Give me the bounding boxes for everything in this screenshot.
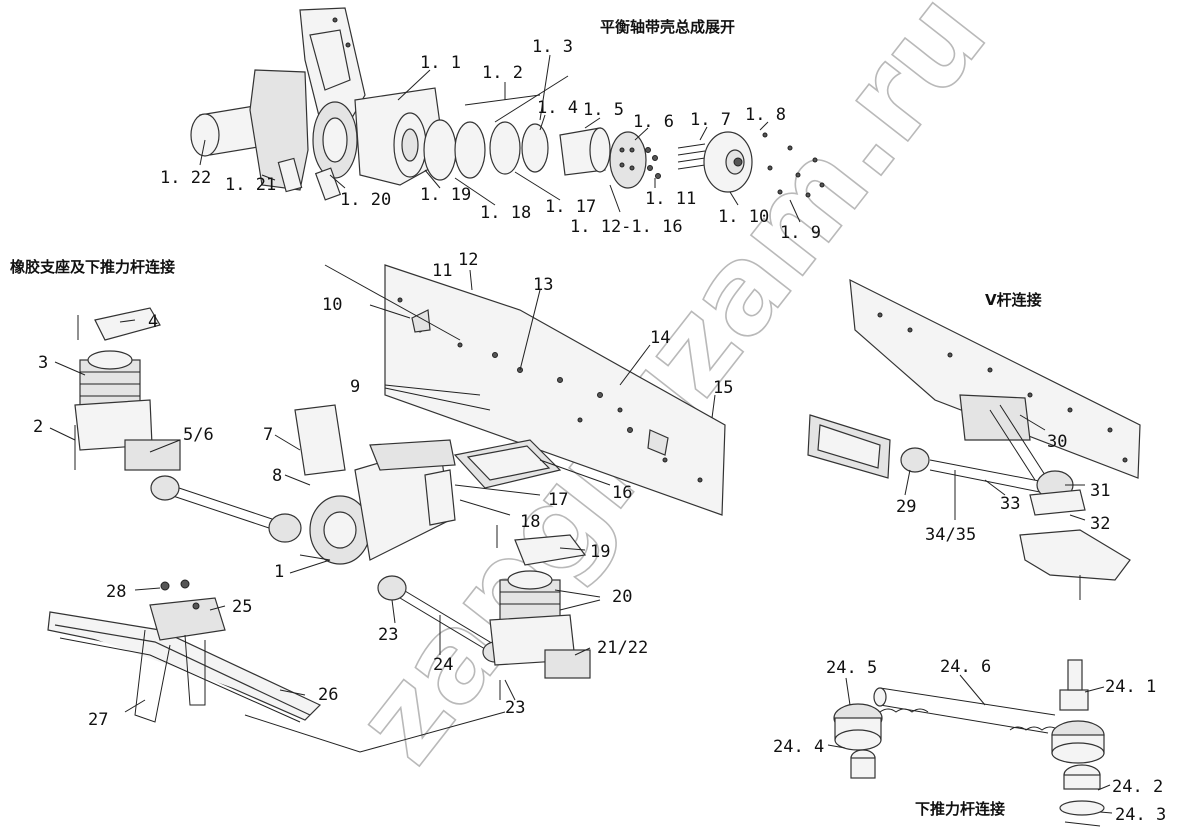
label-1: 1: [274, 562, 284, 582]
label-1-11: 1. 11: [645, 189, 696, 209]
label-24-6: 24. 6: [940, 657, 991, 677]
label-1-6: 1. 6: [633, 112, 674, 132]
leaf-spring: [47, 579, 322, 723]
label-24: 24: [433, 655, 453, 675]
title-v-rod: V杆连接: [985, 291, 1042, 309]
label-1-5: 1. 5: [583, 100, 624, 120]
label-5-6: 5/6: [183, 425, 214, 445]
label-7: 7: [263, 425, 273, 445]
label-1-10: 1. 10: [718, 207, 769, 227]
label-24-5: 24. 5: [826, 658, 877, 678]
title-balance-shaft: 平衡轴带壳总成展开: [600, 18, 735, 36]
label-1-2: 1. 2: [482, 63, 523, 83]
label-1-22: 1. 22: [160, 168, 211, 188]
label-26: 26: [318, 685, 338, 705]
label-27: 27: [88, 710, 108, 730]
title-lower-rod: 下推力杆连接: [915, 800, 1005, 818]
right-rubber-mount: [489, 525, 591, 700]
label-11: 11: [432, 261, 452, 281]
main-leaders: [49, 264, 716, 753]
balance-shaft-assembly: [190, 7, 825, 201]
label-29: 29: [896, 497, 916, 517]
top-leaders: [199, 54, 801, 223]
label-24-3: 24. 3: [1115, 805, 1166, 825]
label-12: 12: [458, 250, 478, 270]
label-17: 17: [548, 490, 568, 510]
label-20: 20: [612, 587, 632, 607]
label-1-4: 1. 4: [537, 98, 578, 118]
label-34-35: 34/35: [925, 525, 976, 545]
label-4: 4: [148, 312, 158, 332]
label-32: 32: [1090, 514, 1110, 534]
center-housing: [294, 404, 456, 565]
label-23-upper: 23: [378, 625, 398, 645]
label-1-8: 1. 8: [745, 105, 786, 125]
title-rubber-mount: 橡胶支座及下推力杆连接: [10, 258, 175, 276]
label-13: 13: [533, 275, 553, 295]
v-rod-leaders: [904, 414, 1086, 521]
label-1-17: 1. 17: [545, 197, 596, 217]
label-28: 28: [106, 582, 126, 602]
label-1-18: 1. 18: [480, 203, 531, 223]
label-24-2: 24. 2: [1112, 777, 1163, 797]
lower-rod-leaders: [827, 674, 1113, 814]
label-31: 31: [1090, 481, 1110, 501]
v-rod-assembly: [807, 278, 1141, 600]
label-33: 33: [1000, 494, 1020, 514]
label-3: 3: [38, 353, 48, 373]
label-18: 18: [520, 512, 540, 532]
bracket-mounting-plate-16: [453, 439, 562, 489]
label-1-19: 1. 19: [420, 185, 471, 205]
label-24-1: 24. 1: [1105, 677, 1156, 697]
lower-rod-detail: [833, 659, 1105, 827]
label-24-4: 24. 4: [773, 737, 824, 757]
label-9: 9: [350, 377, 360, 397]
label-10: 10: [322, 295, 342, 315]
label-1-12-1-16: 1. 12-1. 16: [570, 217, 683, 237]
label-1-3: 1. 3: [532, 37, 573, 57]
label-21-22: 21/22: [597, 638, 648, 658]
label-19: 19: [590, 542, 610, 562]
label-15: 15: [713, 378, 733, 398]
label-30: 30: [1047, 432, 1067, 452]
label-1-1: 1. 1: [420, 53, 461, 73]
label-25: 25: [232, 597, 252, 617]
label-1-7: 1. 7: [690, 110, 731, 130]
label-23-lower: 23: [505, 698, 525, 718]
label-1-21: 1. 21: [225, 175, 276, 195]
left-rubber-mount: [74, 307, 181, 471]
label-14: 14: [650, 328, 670, 348]
frame-plate: [384, 264, 726, 516]
label-16: 16: [612, 483, 632, 503]
label-2: 2: [33, 417, 43, 437]
label-8: 8: [272, 466, 282, 486]
label-1-20: 1. 20: [340, 190, 391, 210]
label-1-9: 1. 9: [780, 223, 821, 243]
